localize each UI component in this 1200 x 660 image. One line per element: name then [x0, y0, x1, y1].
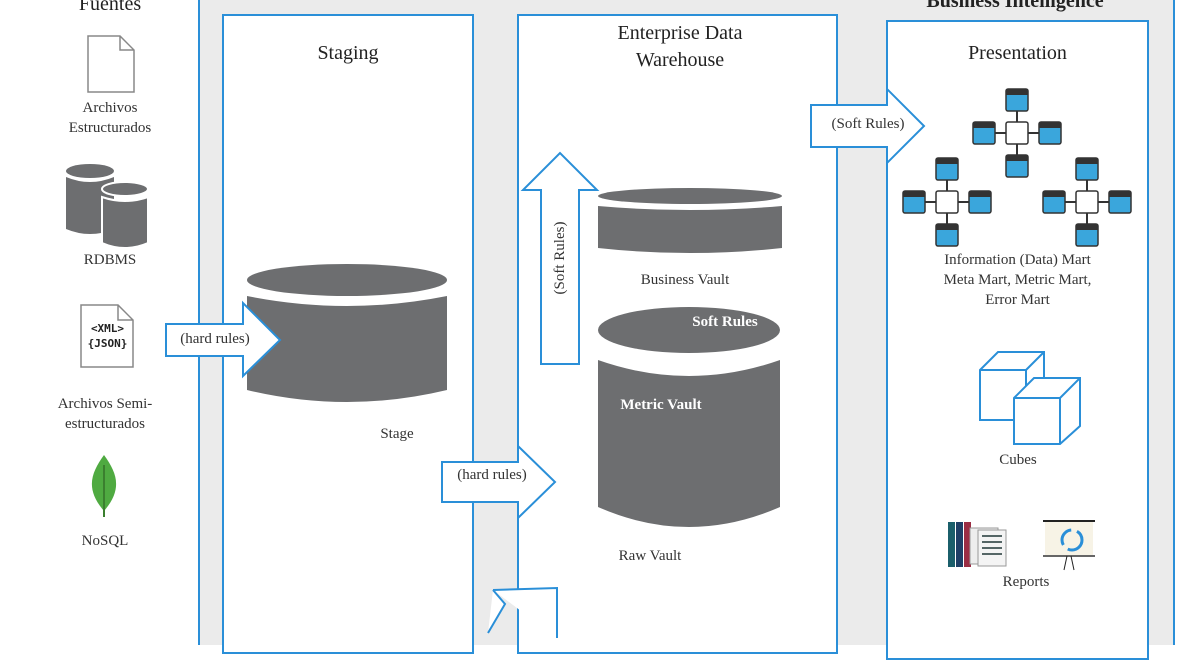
metric-vault-label: Metric Vault	[620, 397, 702, 413]
sources-title: Fuentes	[78, 0, 142, 15]
star-schema	[902, 157, 992, 247]
reports-label: Reports	[1002, 574, 1050, 590]
cubes-icon	[979, 351, 1081, 445]
arrow-sources-to-staging	[165, 300, 282, 379]
up-arrow-label: (Soft Rules)	[552, 221, 568, 295]
arrow-label-hard-rules-1: (hard rules)	[180, 331, 250, 347]
mongodb-leaf-icon	[91, 455, 117, 517]
edw-title-line1: Enterprise Data	[617, 22, 743, 44]
arrow-label-hard-rules-2: (hard rules)	[457, 467, 527, 483]
arrow-bottom-partial	[487, 586, 558, 638]
bi-title: Business Intelligence	[926, 0, 1104, 12]
arrow-label-soft-rules: (Soft Rules)	[831, 116, 905, 132]
source-label-structured: Archivos Estructurados	[68, 100, 152, 136]
xml-text: <XML>	[90, 322, 125, 335]
document-icon	[87, 35, 135, 93]
source-label-rdbms: RDBMS	[83, 252, 137, 268]
reports-icon	[948, 520, 1095, 571]
arrow-edw-to-presentation	[810, 86, 926, 166]
marts-line3: Error Mart	[985, 292, 1050, 308]
star-schema	[1042, 157, 1132, 247]
star-schema-icon	[902, 88, 1132, 247]
source-label-nosql: NoSQL	[81, 533, 129, 549]
business-vault-cylinder-icon	[598, 188, 782, 253]
marts-line2: Meta Mart, Metric Mart,	[943, 272, 1092, 288]
soft-rules-label: Soft Rules	[692, 314, 758, 330]
json-text: {JSON}	[87, 337, 128, 350]
business-vault-label: Business Vault	[640, 272, 730, 288]
stage-label: Stage	[380, 426, 414, 442]
marts-line1: Information (Data) Mart	[944, 252, 1091, 268]
source-label-semistructured: Archivos Semi-estructurados	[57, 396, 153, 432]
database-icon	[66, 164, 149, 249]
stage-cylinder-icon	[247, 264, 447, 402]
xml-json-file-icon	[80, 304, 134, 368]
up-arrow-soft-rules	[520, 151, 600, 365]
raw-vault-cylinder-icon	[598, 307, 780, 527]
cubes-label: Cubes	[999, 452, 1037, 468]
raw-vault-label: Raw Vault	[618, 548, 682, 564]
staging-title: Staging	[317, 42, 379, 64]
arrow-staging-to-edw	[441, 443, 557, 521]
presentation-title: Presentation	[968, 42, 1067, 64]
star-schema	[972, 88, 1062, 178]
edw-title-line2: Warehouse	[635, 49, 725, 71]
